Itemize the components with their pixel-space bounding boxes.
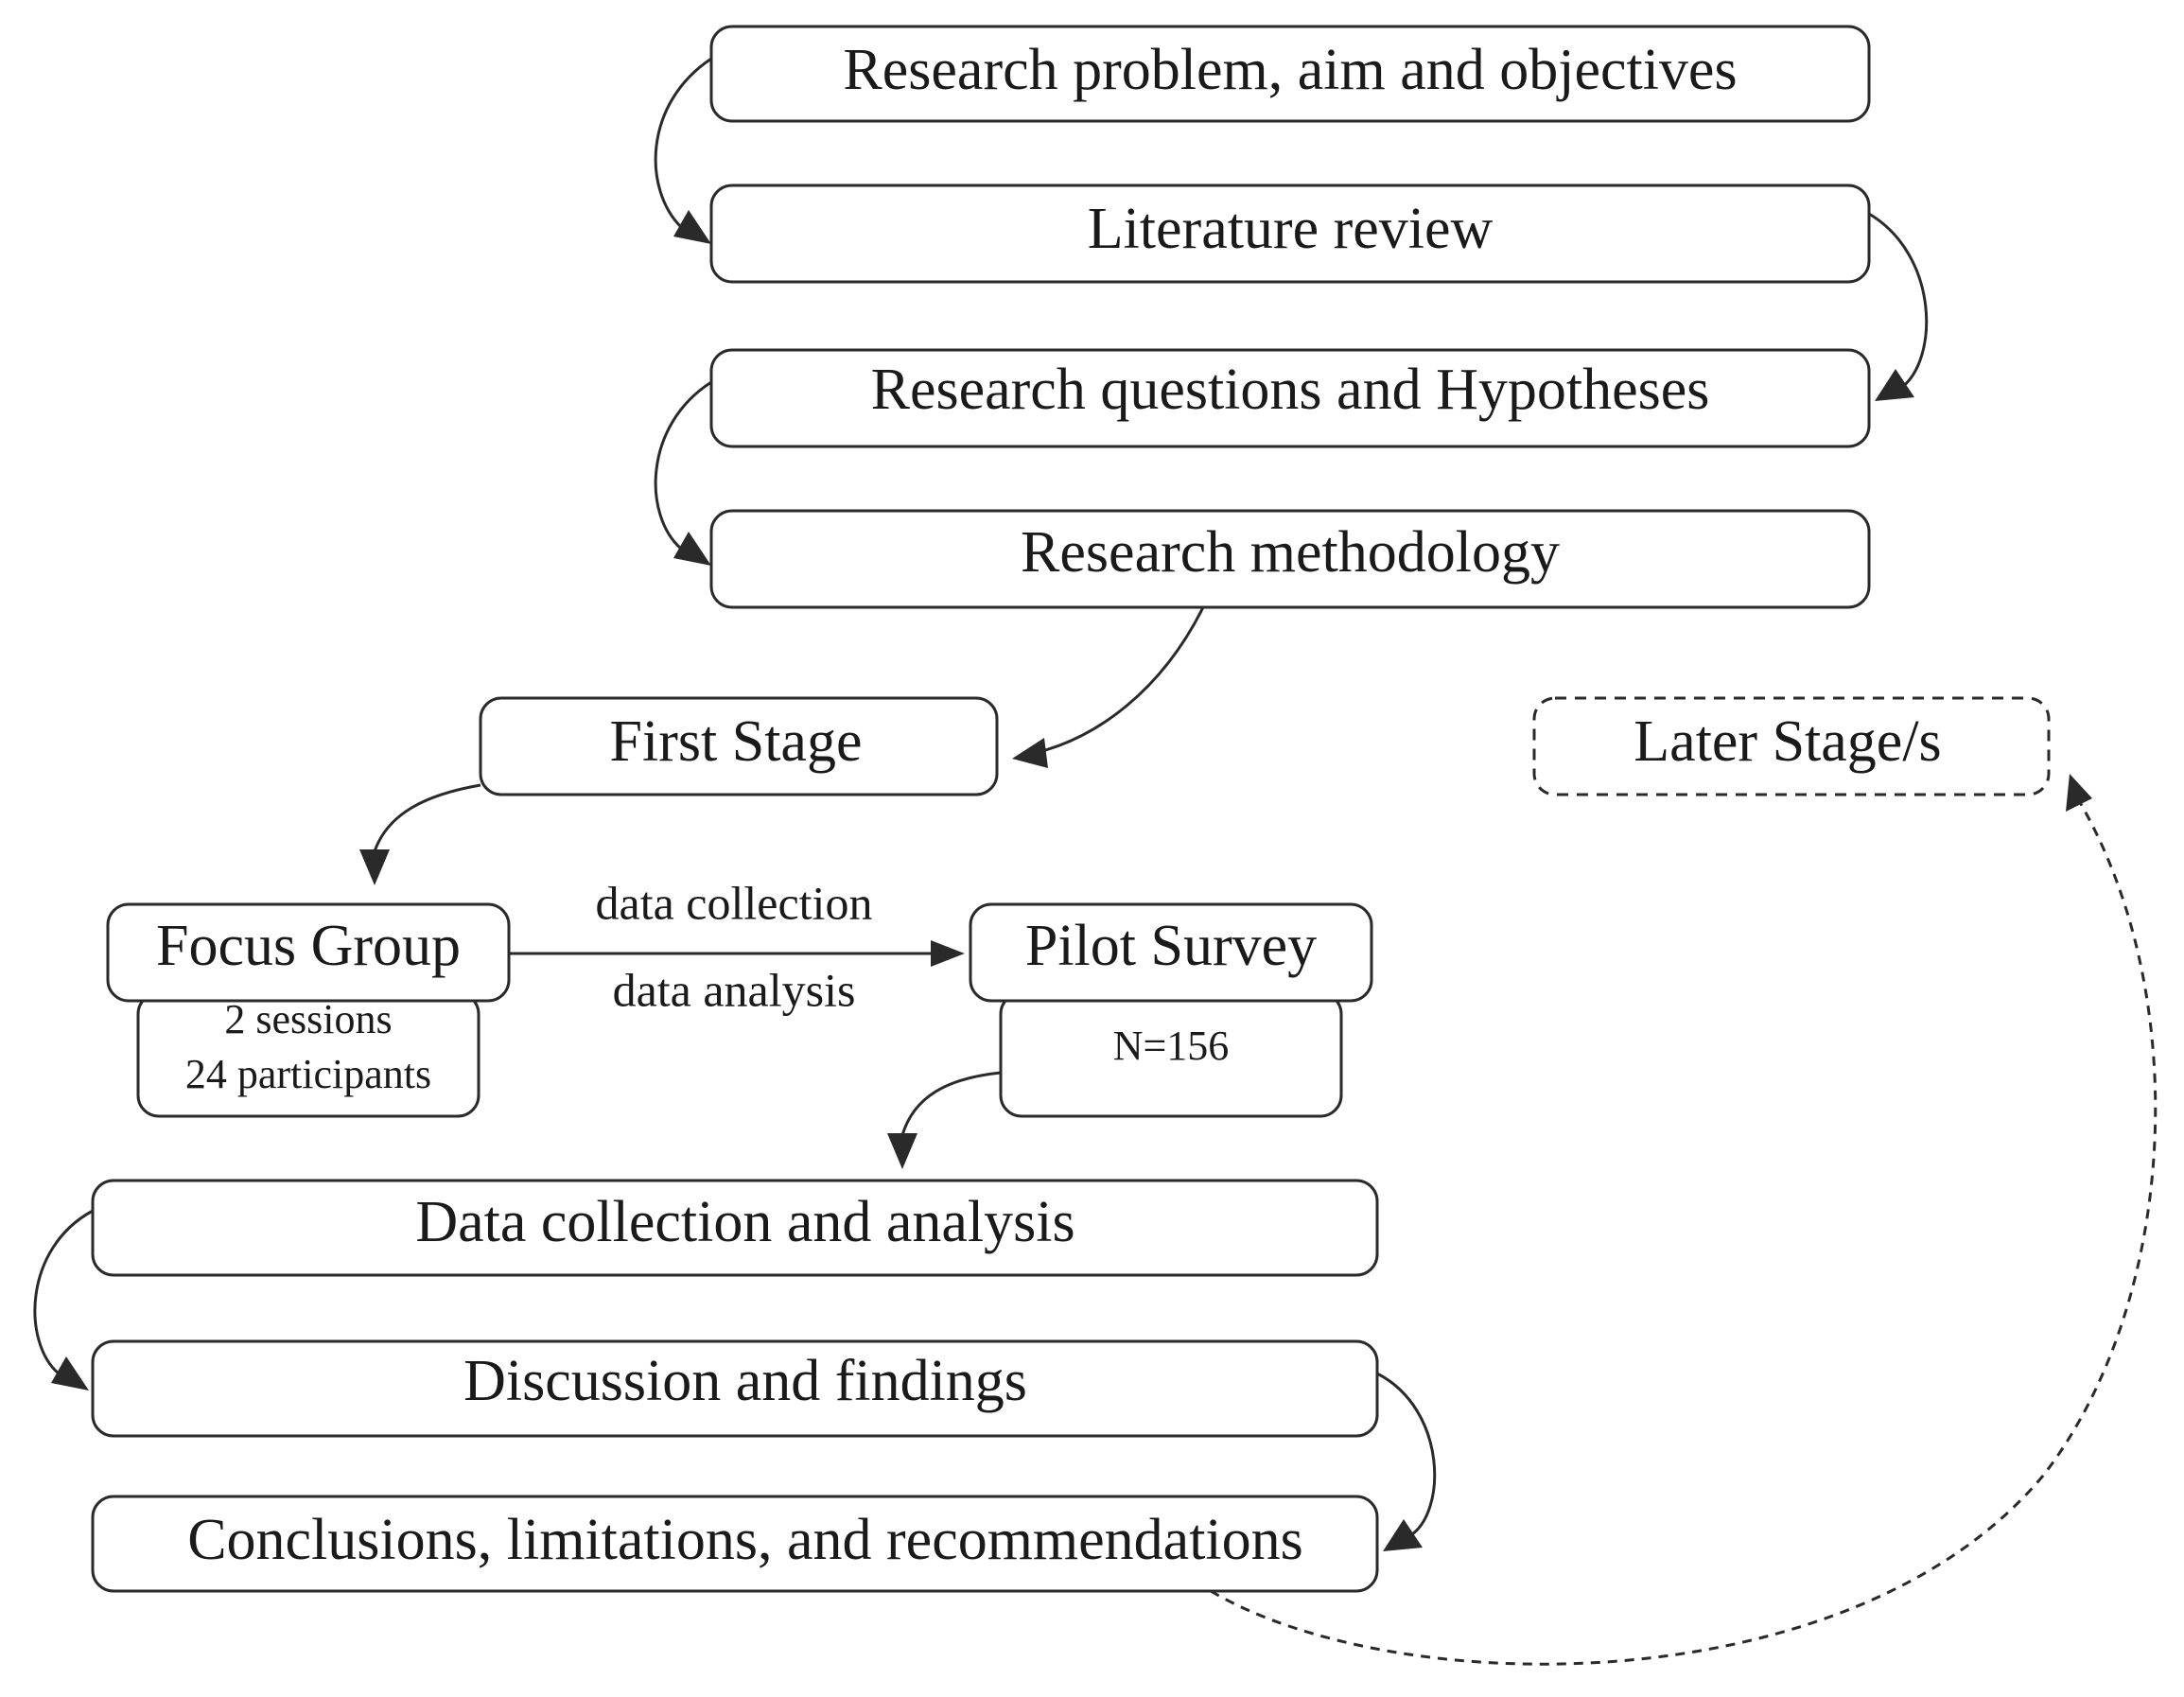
edge-problem-to-literature: [654, 57, 712, 244]
focus-group-sessions: 2 sessions: [224, 996, 392, 1042]
edge-pilot-survey-to-data-collection: [887, 1071, 1002, 1169]
pilot-survey-label: Pilot Survey: [1025, 914, 1317, 978]
edge-literature-to-questions: [1868, 212, 1929, 401]
node-research-methodology: Research methodology: [709, 509, 1871, 609]
edge-label-data-collection: data collection: [596, 876, 873, 929]
node-research-methodology-label: Research methodology: [1021, 520, 1560, 585]
node-data-collection-analysis-label: Data collection and analysis: [415, 1190, 1075, 1254]
node-literature-review-label: Literature review: [1088, 197, 1494, 261]
edge-first-stage-to-focus-group: [359, 783, 481, 885]
edge-label-data-analysis: data analysis: [613, 963, 856, 1016]
node-later-stages-label: Later Stage/s: [1634, 709, 1941, 774]
node-research-problem: Research problem, aim and objectives: [709, 25, 1871, 123]
node-conclusions: Conclusions, limitations, and recommenda…: [91, 1495, 1379, 1593]
node-later-stages: Later Stage/s: [1532, 696, 2051, 796]
node-literature-review: Literature review: [709, 184, 1871, 284]
node-focus-group: 2 sessions 24 participants Focus Group: [106, 902, 511, 1118]
focus-group-label: Focus Group: [156, 914, 461, 978]
focus-group-participants: 24 participants: [185, 1051, 431, 1097]
node-first-stage-label: First Stage: [610, 709, 863, 774]
node-discussion-findings: Discussion and findings: [91, 1339, 1379, 1438]
edge-discussion-to-conclusions: [1376, 1372, 1437, 1551]
pilot-survey-title-box: [969, 902, 1373, 1003]
edge-methodology-to-first-stage: [1012, 606, 1205, 768]
node-first-stage: First Stage: [479, 696, 999, 796]
node-discussion-findings-label: Discussion and findings: [463, 1349, 1027, 1413]
edge-questions-to-methodology: [654, 380, 712, 566]
edge-conclusions-to-later-stages: [1210, 774, 2158, 1666]
edge-data-collection-to-discussion: [33, 1209, 94, 1391]
node-research-questions: Research questions and Hypotheses: [709, 348, 1871, 448]
node-research-problem-label: Research problem, aim and objectives: [843, 38, 1737, 102]
edge-focus-group-to-pilot-survey: data collection data analysis: [509, 876, 965, 1016]
pilot-survey-n: N=156: [1113, 1023, 1230, 1069]
node-data-collection-analysis: Data collection and analysis: [91, 1179, 1379, 1277]
node-research-questions-label: Research questions and Hypotheses: [871, 358, 1710, 422]
node-pilot-survey: N=156 Pilot Survey: [969, 902, 1373, 1118]
node-conclusions-label: Conclusions, limitations, and recommenda…: [187, 1508, 1303, 1572]
